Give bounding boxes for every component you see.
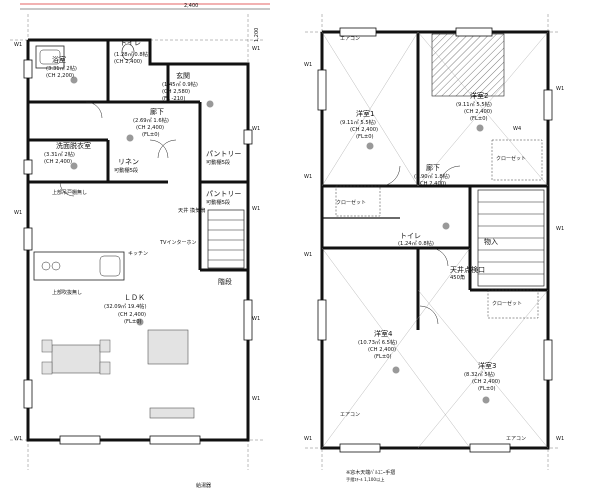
room-washroom: 洗面脱衣室 bbox=[56, 141, 91, 150]
svg-text:クローゼット: クローゼット bbox=[492, 300, 522, 307]
svg-text:(1.45㎡ 0.9帖): (1.45㎡ 0.9帖) bbox=[162, 80, 198, 88]
svg-text:(CH 2,400): (CH 2,400) bbox=[472, 379, 500, 385]
room-western-4: 洋室4 bbox=[374, 329, 393, 338]
room-stairs-1f: 階段 bbox=[218, 277, 232, 286]
svg-text:W1: W1 bbox=[556, 226, 564, 232]
void-hatch bbox=[431, 33, 505, 97]
svg-text:手摺ｽﾁｰﾙ 1,100以上: 手摺ｽﾁｰﾙ 1,100以上 bbox=[346, 476, 384, 483]
room-bath: 浴室 bbox=[52, 55, 66, 64]
first-floor-plan: 2,400 bbox=[10, 3, 270, 489]
room-pantry-2: パントリー bbox=[206, 190, 241, 198]
svg-text:(CH 2,400): (CH 2,400) bbox=[368, 347, 396, 353]
tv-board bbox=[149, 407, 195, 419]
room-toilet-2f: トイレ bbox=[400, 232, 421, 240]
svg-text:(CH 2,200): (CH 2,200) bbox=[46, 73, 74, 79]
svg-text:(8.32㎡ 5帖): (8.32㎡ 5帖) bbox=[464, 370, 495, 378]
svg-text:(2.90㎡ 1.8帖): (2.90㎡ 1.8帖) bbox=[414, 172, 450, 180]
second-floor-stairs bbox=[477, 189, 545, 287]
svg-text:(CH 2,400): (CH 2,400) bbox=[118, 312, 146, 318]
room-attic: 天井点検口 bbox=[450, 265, 485, 274]
svg-text:TVインターホン: TVインターホン bbox=[159, 239, 196, 246]
svg-text:キッチン: キッチン bbox=[128, 251, 148, 257]
room-western-2: 洋室2 bbox=[470, 91, 488, 100]
svg-text:(CH 2,400): (CH 2,400) bbox=[418, 181, 446, 187]
svg-text:W1: W1 bbox=[14, 42, 22, 48]
svg-text:(FL±0): (FL±0) bbox=[142, 132, 160, 138]
svg-text:(9.11㎡ 5.5帖): (9.11㎡ 5.5帖) bbox=[340, 118, 376, 126]
room-western-1: 洋室1 bbox=[356, 109, 374, 118]
svg-text:可動棚5段: 可動棚5段 bbox=[206, 158, 230, 166]
svg-text:(32.09㎡ 19.4帖): (32.09㎡ 19.4帖) bbox=[104, 302, 146, 310]
svg-text:(FL±0): (FL±0) bbox=[374, 354, 392, 360]
svg-text:(1.24㎡ 0.8帖): (1.24㎡ 0.8帖) bbox=[398, 239, 434, 247]
svg-text:(1.28㎡ 0.8帖): (1.28㎡ 0.8帖) bbox=[114, 50, 150, 58]
room-entrance: 玄関 bbox=[176, 71, 190, 80]
room-toilet: トイレ bbox=[120, 39, 141, 47]
svg-text:天井 換気扇: 天井 換気扇 bbox=[178, 206, 206, 214]
svg-text:※窓木天端ﾊﾞﾙｺﾆｰ手摺: ※窓木天端ﾊﾞﾙｺﾆｰ手摺 bbox=[346, 469, 395, 476]
svg-text:上部吹抜無し: 上部吹抜無し bbox=[52, 289, 82, 296]
svg-text:(3.31㎡ 2帖): (3.31㎡ 2帖) bbox=[44, 150, 75, 158]
svg-text:(FL -210): (FL -210) bbox=[162, 96, 185, 102]
room-hallway-2f: 廊下 bbox=[426, 163, 440, 172]
svg-text:W1: W1 bbox=[252, 316, 260, 322]
svg-text:クローゼット: クローゼット bbox=[496, 155, 526, 162]
second-floor-plan: W1 W1 W1 W1 W1 W1 W1 W4 洋室1 (9.11㎡ 5.5帖)… bbox=[304, 14, 564, 483]
svg-text:(CH 2,400): (CH 2,400) bbox=[136, 125, 164, 131]
svg-text:(3.31㎡ 2帖): (3.31㎡ 2帖) bbox=[46, 64, 77, 72]
svg-text:W1: W1 bbox=[14, 210, 22, 216]
svg-text:エアコン: エアコン bbox=[340, 36, 360, 42]
room-pantry-1: パントリー bbox=[206, 150, 241, 158]
room-ldk: ＬＤＫ bbox=[124, 294, 145, 302]
svg-text:可動棚5段: 可動棚5段 bbox=[206, 198, 230, 206]
room-hallway: 廊下 bbox=[150, 107, 164, 116]
svg-text:W1: W1 bbox=[304, 174, 312, 180]
room-linen: リネン bbox=[118, 158, 139, 166]
svg-text:クローゼット: クローゼット bbox=[336, 199, 366, 206]
first-floor-stairs bbox=[207, 209, 245, 269]
svg-text:W1: W1 bbox=[14, 436, 22, 442]
svg-text:W1: W1 bbox=[304, 62, 312, 68]
second-floor-windows bbox=[317, 27, 553, 453]
kitchen-counter bbox=[33, 251, 125, 281]
svg-text:W4: W4 bbox=[513, 126, 521, 132]
svg-text:(CH 2,400): (CH 2,400) bbox=[350, 127, 378, 133]
svg-text:W1: W1 bbox=[252, 46, 260, 52]
svg-text:エアコン: エアコン bbox=[506, 436, 526, 442]
svg-text:W1: W1 bbox=[556, 436, 564, 442]
svg-text:(CH 2,580): (CH 2,580) bbox=[162, 89, 190, 95]
svg-text:(CH 2,400): (CH 2,400) bbox=[44, 159, 72, 165]
svg-text:(FL±0): (FL±0) bbox=[478, 386, 496, 392]
svg-text:1,200: 1,200 bbox=[254, 28, 260, 42]
svg-text:W1: W1 bbox=[252, 396, 260, 402]
svg-text:450角: 450角 bbox=[450, 273, 465, 281]
svg-text:(FL±0): (FL±0) bbox=[124, 319, 142, 325]
svg-text:(FL±0): (FL±0) bbox=[470, 116, 488, 122]
svg-text:W1: W1 bbox=[556, 86, 564, 92]
svg-text:W1: W1 bbox=[304, 252, 312, 258]
svg-text:(10.73㎡ 6.5帖): (10.73㎡ 6.5帖) bbox=[358, 338, 397, 346]
svg-text:(9.11㎡ 5.5帖): (9.11㎡ 5.5帖) bbox=[456, 100, 492, 108]
svg-text:上部吊戸棚無し: 上部吊戸棚無し bbox=[52, 189, 87, 196]
first-floor-windows bbox=[23, 59, 253, 445]
room-western-3: 洋室3 bbox=[478, 361, 496, 370]
dining-table bbox=[51, 344, 101, 374]
toilet-fixture bbox=[121, 43, 135, 61]
svg-text:(CH 2,400): (CH 2,400) bbox=[114, 59, 142, 65]
svg-text:給湯器: 給湯器 bbox=[196, 482, 211, 489]
svg-text:W1: W1 bbox=[304, 436, 312, 442]
svg-text:2,400: 2,400 bbox=[184, 3, 198, 9]
svg-text:(FL±0): (FL±0) bbox=[356, 134, 374, 140]
svg-text:(CH 2,400): (CH 2,400) bbox=[464, 109, 492, 115]
svg-text:(2.69㎡ 1.6帖): (2.69㎡ 1.6帖) bbox=[133, 116, 169, 124]
svg-text:W1: W1 bbox=[252, 126, 260, 132]
svg-text:可動棚5段: 可動棚5段 bbox=[114, 166, 138, 174]
svg-text:W1: W1 bbox=[252, 206, 260, 212]
sofa bbox=[147, 329, 189, 365]
bathtub-fixture bbox=[35, 45, 65, 69]
room-storage-2f: 物入 bbox=[484, 237, 498, 246]
svg-text:エアコン: エアコン bbox=[340, 412, 360, 418]
